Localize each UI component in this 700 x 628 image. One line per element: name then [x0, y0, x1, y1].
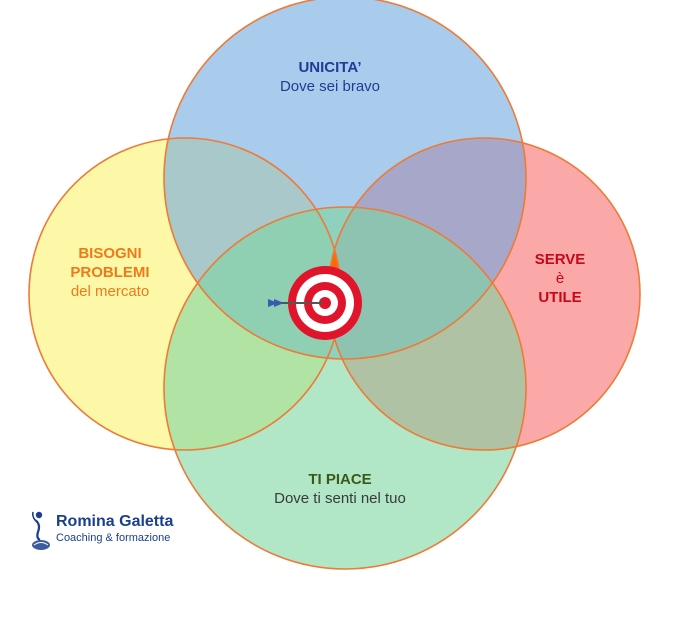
circle-tipiace [164, 207, 526, 569]
tipiace-subtitle: Dove ti senti nel tuo [274, 490, 406, 507]
target-with-arrow-icon [268, 266, 362, 340]
brand-name: Romina Galetta [56, 513, 174, 530]
unicita-subtitle: Dove sei bravo [279, 78, 381, 95]
serve-line-3: UTILE [538, 289, 582, 306]
tipiace-title: TI PIACE [308, 471, 372, 488]
bisogni-title-1: BISOGNI [78, 245, 142, 262]
bisogni-subtitle: del mercato [70, 283, 150, 300]
brand-tagline: Coaching & formazione [56, 532, 171, 544]
serve-line-1: SERVE [534, 251, 586, 268]
serve-line-2: è [555, 270, 565, 287]
label-tipiace: TI PIACE Dove ti senti nel tuo [240, 470, 440, 508]
label-serve: SERVE è UTILE [520, 250, 600, 307]
brand-logo: Romina Galetta Coaching & formazione [30, 510, 210, 552]
label-unicita: UNICITA’ Dove sei bravo [250, 58, 410, 96]
unicita-title: UNICITA’ [298, 59, 362, 76]
label-bisogni: BISOGNI PROBLEMI del mercato [45, 244, 175, 301]
person-figure-icon [31, 511, 50, 550]
bisogni-title-2: PROBLEMI [70, 264, 150, 281]
